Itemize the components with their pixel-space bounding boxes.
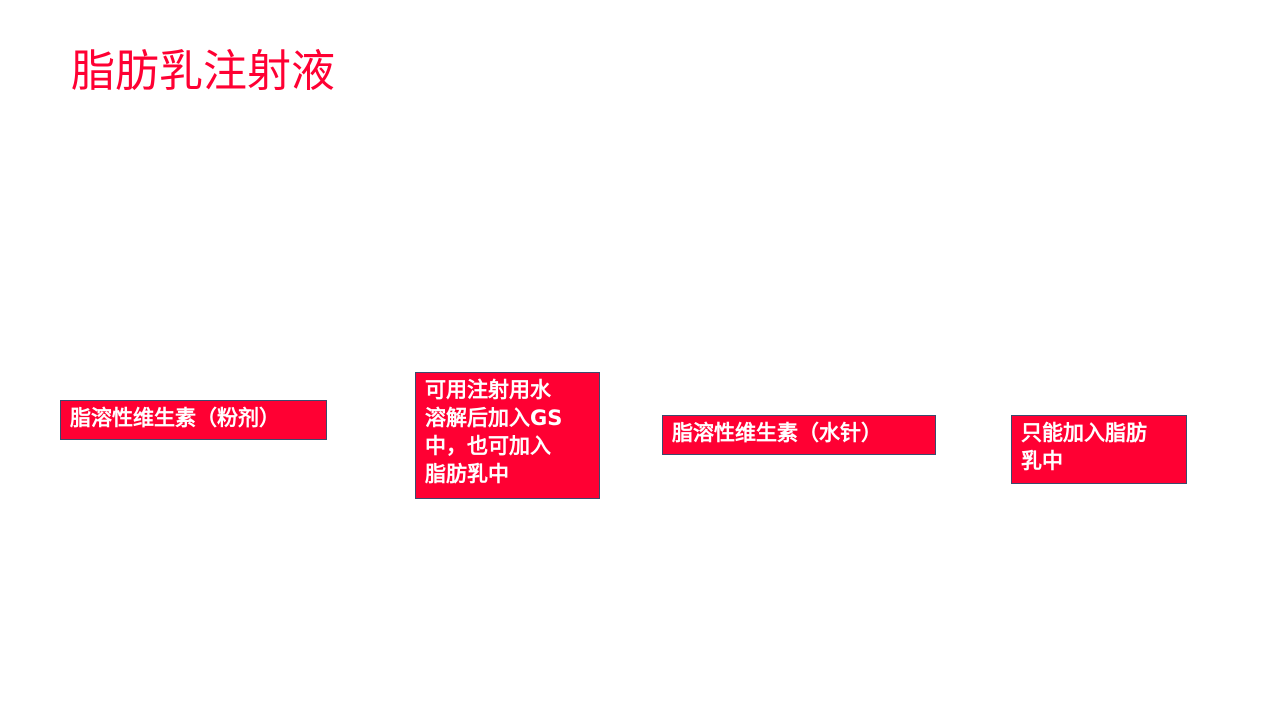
fat-soluble-vitamin-injection-box: 脂溶性维生素（水针） bbox=[662, 415, 936, 455]
powder-usage-note-box: 可用注射用水 溶解后加入GS 中，也可加入 脂肪乳中 bbox=[415, 372, 600, 499]
fat-soluble-vitamin-powder-box: 脂溶性维生素（粉剂） bbox=[60, 400, 327, 440]
injection-usage-note-box: 只能加入脂肪 乳中 bbox=[1011, 415, 1187, 484]
slide-title: 脂肪乳注射液 bbox=[71, 46, 335, 97]
